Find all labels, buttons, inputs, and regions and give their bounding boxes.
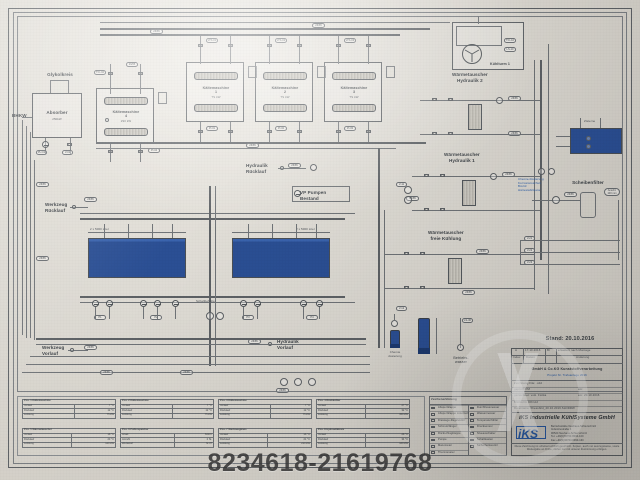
kuehlturm-1-basin bbox=[456, 26, 502, 46]
kaeltemaschine-4-panel bbox=[158, 92, 167, 104]
kaeltemaschine-4-label: Kältemaschine 4 bbox=[112, 110, 140, 119]
legend-item: Manometer bbox=[438, 444, 453, 448]
legend-symbol-icon bbox=[431, 432, 435, 435]
scheibenfilter-body bbox=[580, 192, 596, 218]
buffer-tank-right bbox=[232, 238, 330, 278]
legend-symbol-icon bbox=[431, 406, 435, 410]
kuehlturm-1-fan-icon bbox=[462, 44, 482, 64]
legend-item: Pumpe bbox=[438, 438, 447, 441]
legend-item: Rückschlagklappe bbox=[438, 431, 461, 435]
watermark-number: 8234618-21619768 bbox=[207, 449, 433, 477]
legend-symbol-icon bbox=[431, 444, 435, 448]
wt-freie-kuehlung-body bbox=[448, 258, 462, 284]
absorber-label: Absorber bbox=[46, 110, 68, 115]
rev-col-aenderung: Änderung bbox=[576, 355, 590, 359]
chiller-1-rating: TS kW bbox=[211, 95, 221, 99]
zisterne-tank bbox=[570, 128, 622, 154]
werkzeug-vorlauf-label: Werkzeug Vorlauf bbox=[42, 345, 65, 356]
wt-hydraulik-2-label: Wärmetauscher Hydraulik 2 bbox=[452, 72, 488, 83]
legend-symbol-icon bbox=[431, 425, 435, 429]
legend-item: Schmutzfänger bbox=[438, 425, 457, 429]
werkzeug-ruecklauf-label: Werkzeug Rücklauf bbox=[45, 202, 68, 213]
chemie-label: Chemie-Dosierung Korrosionsschutz Biozid… bbox=[518, 177, 544, 192]
wt-hydraulik-1-body bbox=[462, 180, 476, 206]
chiller-3-panel bbox=[386, 66, 395, 78]
kuehlturm-1-label: Kühlturm 1 bbox=[490, 62, 510, 66]
dosing-vessel-label: Chemie dosierung bbox=[388, 350, 402, 358]
kaeltemaschine-4-rating: 290 kW bbox=[120, 119, 132, 123]
hydraulik-ruecklauf-label: Hydraulik Rücklauf bbox=[246, 163, 268, 174]
wt-freie-kuehlung-label: Wärmetauscher freie Kühlung bbox=[428, 230, 464, 241]
pump-group-tag-2: P2 bbox=[150, 315, 162, 320]
legend-symbol-icon bbox=[431, 438, 435, 442]
chiller-2-label: Kältemaschine 2 bbox=[271, 86, 299, 95]
legend-symbol-icon bbox=[431, 419, 435, 423]
watermark-ring bbox=[452, 330, 588, 466]
zisterne-label: Zisterne bbox=[584, 119, 596, 123]
chiller-3-label: Kältemaschine 3 bbox=[340, 86, 368, 95]
schaltbehaelter-label: Schaltbehälter bbox=[196, 299, 216, 303]
chiller-3-rating: TS kW bbox=[349, 95, 359, 99]
chiller-1-label: Kältemaschine 1 bbox=[202, 86, 230, 95]
glykolkreis-label: Glykolkreis bbox=[47, 72, 73, 77]
pump-group-tag-4: P4 bbox=[306, 315, 318, 320]
wt-hydraulik-1-label: Wärmetauscher Hydraulik 1 bbox=[444, 152, 480, 163]
scheibenfilter-label: Scheibenfilter bbox=[572, 180, 604, 185]
legend-symbol-icon bbox=[431, 412, 435, 416]
chiller-2-rating: TS kW bbox=[280, 95, 290, 99]
wt-hydraulik-2-body bbox=[468, 104, 482, 130]
absorber-rating: 250kW bbox=[52, 117, 62, 121]
buffer-tank-left bbox=[88, 238, 186, 278]
